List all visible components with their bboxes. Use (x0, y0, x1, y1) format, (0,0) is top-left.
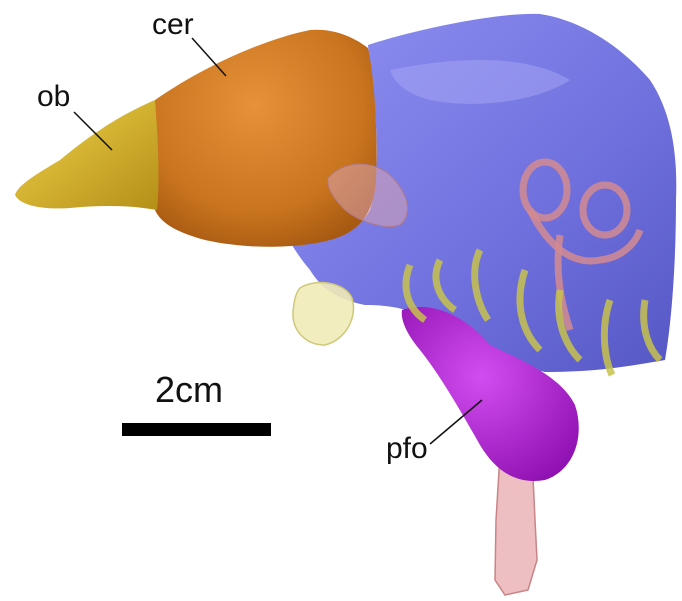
scale-bar-label: 2cm (155, 372, 223, 408)
label-ob: ob (37, 82, 70, 112)
label-pfo: pfo (386, 434, 428, 464)
scale-bar (122, 423, 271, 436)
olfactory-bulb (15, 100, 158, 210)
cerebrum (155, 30, 377, 247)
pale-bulb (293, 283, 354, 345)
label-cer: cer (152, 10, 194, 40)
